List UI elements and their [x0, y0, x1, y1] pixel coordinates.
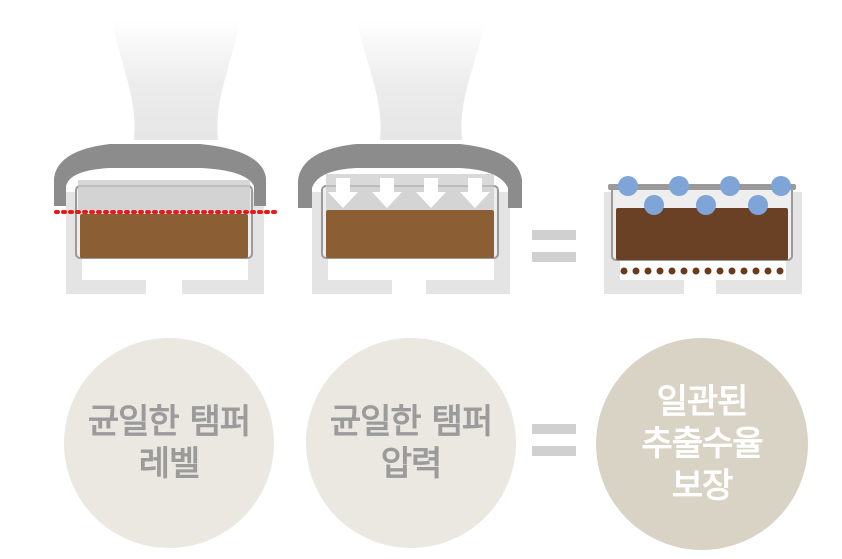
- espresso-drips: [620, 267, 784, 275]
- coffee-bed-1: [80, 214, 248, 258]
- label-circle-pressure: 균일한 탬퍼 압력: [306, 338, 516, 548]
- tamper-handle-2: [356, 20, 486, 140]
- equals-icon: [532, 422, 576, 466]
- coffee-bed-3: [616, 208, 788, 260]
- tamper-pressure-illustration: [298, 20, 522, 294]
- equals-icon: [532, 228, 576, 272]
- pressure-label-line-2: 압력: [380, 444, 443, 484]
- level-label-line-2: 레벨: [138, 444, 201, 484]
- down-arrow-icon: [328, 178, 358, 208]
- extraction-result-illustration: [604, 176, 802, 294]
- label-circle-level: 균일한 탬퍼 레벨: [64, 338, 274, 548]
- coffee-bed-2: [326, 210, 494, 258]
- down-arrow-icons: [328, 178, 490, 208]
- tamper-level-illustration: [54, 20, 280, 294]
- result-label-line-1: 일관된: [656, 382, 749, 422]
- level-label-line-1: 균일한 탬퍼: [87, 402, 251, 442]
- result-label-line-3: 보장: [671, 466, 734, 506]
- label-circle-result: 일관된 추출수율 보장: [596, 338, 808, 550]
- tamper-base-2: [298, 144, 522, 208]
- pressure-label-line-1: 균일한 탬퍼: [329, 402, 493, 442]
- down-arrow-icon: [416, 178, 446, 208]
- down-arrow-icon: [372, 178, 402, 208]
- tamper-handle-1: [112, 20, 240, 140]
- down-arrow-icon: [460, 178, 490, 208]
- tamper-base-1: [54, 144, 266, 206]
- water-droplets: [618, 176, 791, 215]
- result-label-line-2: 추출수율: [641, 424, 763, 464]
